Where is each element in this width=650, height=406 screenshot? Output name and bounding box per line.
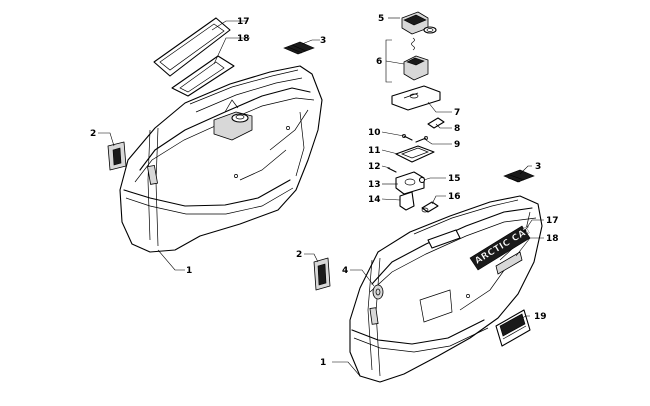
left-saddlebag bbox=[119, 65, 323, 253]
right-reflector-3 bbox=[503, 169, 535, 183]
callout-left-18: 18 bbox=[237, 34, 250, 44]
callout-7: 7 bbox=[454, 108, 460, 118]
callout-right-3: 3 bbox=[535, 162, 541, 172]
callout-right-4: 4 bbox=[342, 266, 348, 276]
callout-15: 15 bbox=[448, 174, 461, 184]
warning-label-19 bbox=[495, 309, 531, 347]
callout-right-19: 19 bbox=[534, 312, 547, 322]
callout-10: 10 bbox=[368, 128, 381, 138]
right-side-reflector-2 bbox=[313, 257, 331, 291]
callout-6: 6 bbox=[376, 57, 382, 67]
callout-8: 8 bbox=[454, 124, 460, 134]
callout-right-1: 1 bbox=[320, 358, 326, 368]
callout-left-2: 2 bbox=[90, 129, 96, 139]
callout-16: 16 bbox=[448, 192, 461, 202]
callout-13: 13 bbox=[368, 180, 381, 190]
callout-left-3: 3 bbox=[320, 36, 326, 46]
callout-right-2: 2 bbox=[296, 250, 302, 260]
callout-right-17: 17 bbox=[546, 216, 559, 226]
callout-left-1: 1 bbox=[186, 266, 192, 276]
left-decal-18 bbox=[171, 55, 235, 97]
callout-right-18: 18 bbox=[546, 234, 559, 244]
callout-left-17: 17 bbox=[237, 17, 250, 27]
callout-12: 12 bbox=[368, 162, 381, 172]
callout-numbers: 17 18 3 2 1 5 6 7 8 9 10 11 12 13 14 15 … bbox=[90, 14, 559, 368]
lock-assembly bbox=[387, 11, 445, 213]
leader-lines bbox=[98, 17, 544, 377]
right-saddlebag bbox=[349, 195, 543, 383]
callout-5: 5 bbox=[378, 14, 384, 24]
right-decal-18 bbox=[495, 251, 523, 275]
left-decal-17 bbox=[153, 17, 231, 77]
callout-14: 14 bbox=[368, 195, 381, 205]
left-reflector-3 bbox=[283, 41, 315, 55]
left-side-reflector-2 bbox=[107, 141, 127, 171]
callout-11: 11 bbox=[368, 146, 381, 156]
callout-9: 9 bbox=[454, 140, 460, 150]
